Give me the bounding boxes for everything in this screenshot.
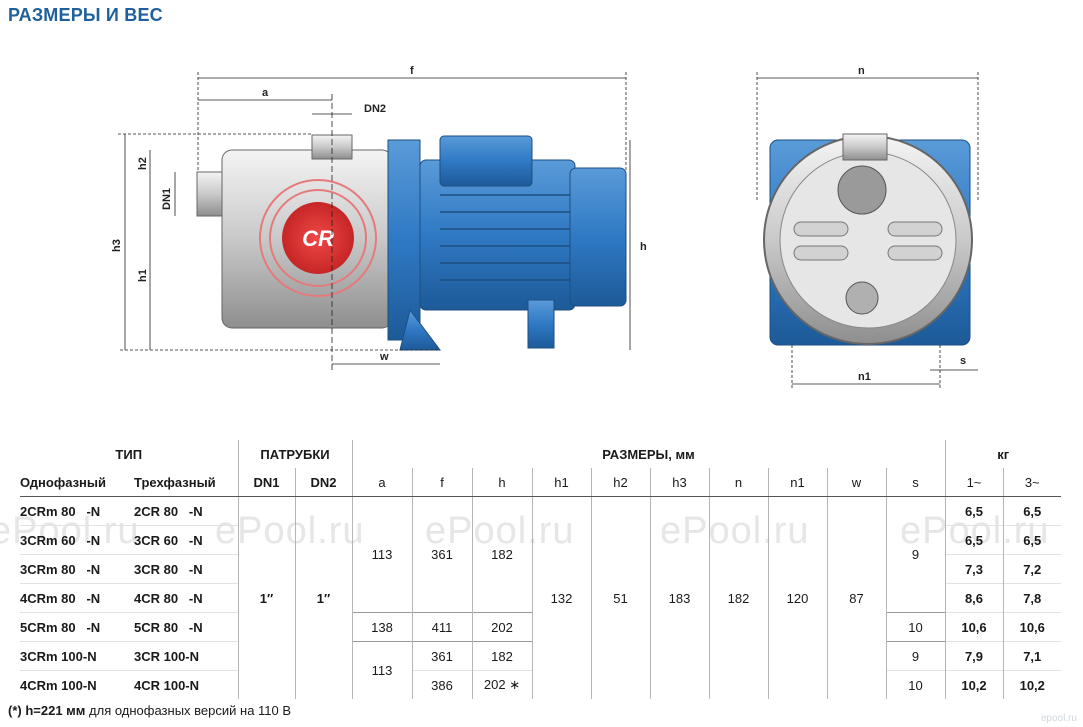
front-ribs: [793, 221, 943, 261]
footnote: (*) h=221 мм для однофазных версий на 11…: [8, 703, 291, 718]
swirl-ring: [259, 179, 377, 297]
col-h3: h3: [649, 468, 709, 497]
dim-a: a: [262, 87, 269, 99]
dim-h2: h2: [137, 157, 149, 170]
spec-table: ТИП ПАТРУБКИ РАЗМЕРЫ, мм кг Однофазный Т…: [20, 440, 1061, 699]
col-kg3: 3~: [1002, 468, 1061, 497]
dim-n1: n1: [858, 371, 871, 383]
table-row: 3CRm 60 -N 3CR 60 -N 6,5 6,5: [20, 525, 1061, 555]
table-row: 4CRm 80 -N 4CR 80 -N 8,6 7,8: [20, 583, 1061, 613]
rear-foot: [527, 299, 555, 349]
col-h1: h1: [531, 468, 591, 497]
group-weight: кг: [944, 440, 1061, 468]
pump-drawings: CR f a: [111, 65, 979, 390]
table-row: 5CRm 80 -N 5CR 80 -N 138 411 202 10 10,6…: [20, 612, 1061, 642]
cr-logo-badge: [282, 202, 354, 274]
dim-n: n: [858, 65, 865, 77]
dim-f: f: [410, 65, 414, 77]
col-w: w: [826, 468, 886, 497]
dim-dn2: DN2: [364, 103, 386, 115]
corner-watermark: epool.ru: [1040, 713, 1077, 724]
col-dn2: DN2: [294, 468, 352, 497]
side-view: CR f a: [111, 65, 647, 370]
front-top-boss: [842, 133, 888, 161]
col-dn1: DN1: [237, 468, 295, 497]
col-single: Однофазный: [20, 468, 128, 497]
footnote-mark: (*) h=221 мм: [8, 703, 86, 718]
col-s: s: [885, 468, 945, 497]
cooling-fins: [440, 194, 570, 281]
table-row: 4CRm 100-N 4CR 100-N 386 202 ∗ 10 10,2 1…: [20, 670, 1061, 699]
col-f: f: [411, 468, 472, 497]
cr-logo-text: CR: [302, 226, 334, 251]
outlet-pipe: [311, 134, 353, 160]
col-kg1: 1~: [944, 468, 1003, 497]
col-n1: n1: [767, 468, 827, 497]
fan-cover: [569, 167, 627, 307]
dim-s: s: [960, 355, 966, 367]
dim-h1: h1: [137, 269, 149, 282]
col-h: h: [471, 468, 532, 497]
col-h2: h2: [590, 468, 650, 497]
side-dimension-lines: [118, 72, 631, 370]
terminal-box: [439, 135, 533, 187]
front-dimension-lines: [756, 72, 979, 390]
table-group-header: ТИП ПАТРУБКИ РАЗМЕРЫ, мм кг: [20, 440, 1061, 468]
swirl-ring: [269, 189, 367, 287]
table-column-header: Однофазный Трехфазный DN1 DN2 a f h h1 h…: [20, 468, 1061, 497]
table-row: 3CRm 100-N 3CR 100-N 113 361 182 9 7,9 7…: [20, 641, 1061, 699]
dim-h3: h3: [111, 239, 123, 252]
col-n: n: [708, 468, 768, 497]
group-ports: ПАТРУБКИ: [237, 440, 352, 468]
col-a: a: [351, 468, 412, 497]
front-view: n n1 s: [756, 65, 979, 390]
table-row: 3CRm 80 -N 3CR 80 -N 7,3 7,2: [20, 554, 1061, 584]
group-dims: РАЗМЕРЫ, мм: [351, 440, 945, 468]
dim-dn1: DN1: [161, 188, 173, 210]
dim-h: h: [640, 241, 647, 253]
front-drain-port: [845, 281, 879, 315]
page-title: РАЗМЕРЫ И ВЕС: [8, 5, 163, 25]
group-type: ТИП: [115, 446, 143, 462]
motor-flange: [387, 139, 421, 341]
dim-w: w: [379, 351, 389, 363]
footnote-text: для однофазных версий на 110 В: [85, 703, 292, 718]
front-outlet-port: [837, 165, 887, 215]
table-row: 2CRm 80 -N 2CR 80 -N 1″ 1″ 113 361 182 1…: [20, 496, 1061, 699]
col-three: Трехфазный: [128, 468, 238, 497]
